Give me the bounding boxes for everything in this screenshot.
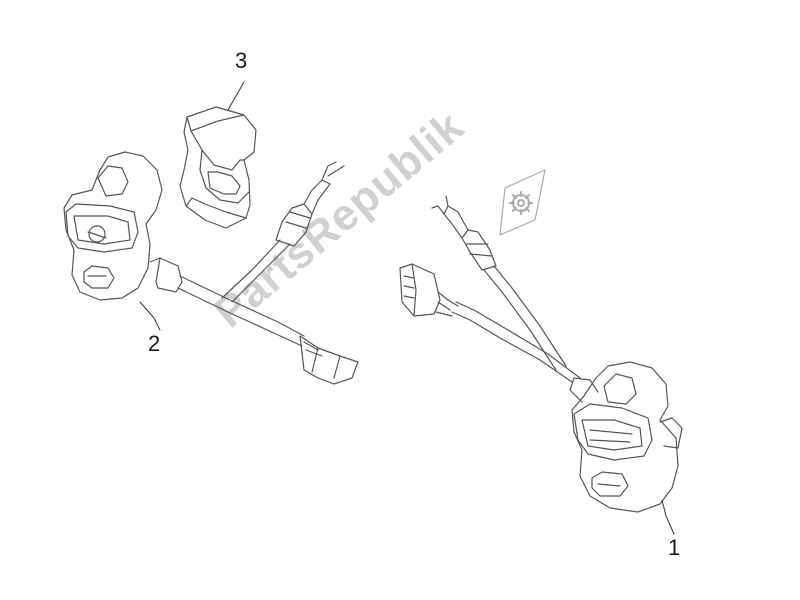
leader-line-2: [139, 301, 161, 331]
gear-icon: [499, 169, 546, 236]
leader-line-3: [227, 81, 245, 111]
part-1-right-switch: [399, 195, 683, 513]
leader-line-1: [661, 499, 675, 535]
part-2-left-switch: [63, 151, 359, 385]
part-number-1: 1: [668, 535, 681, 560]
part-number-3: 3: [235, 48, 248, 73]
part-number-2: 2: [148, 331, 161, 356]
part-3-switch-cover: [179, 106, 257, 229]
